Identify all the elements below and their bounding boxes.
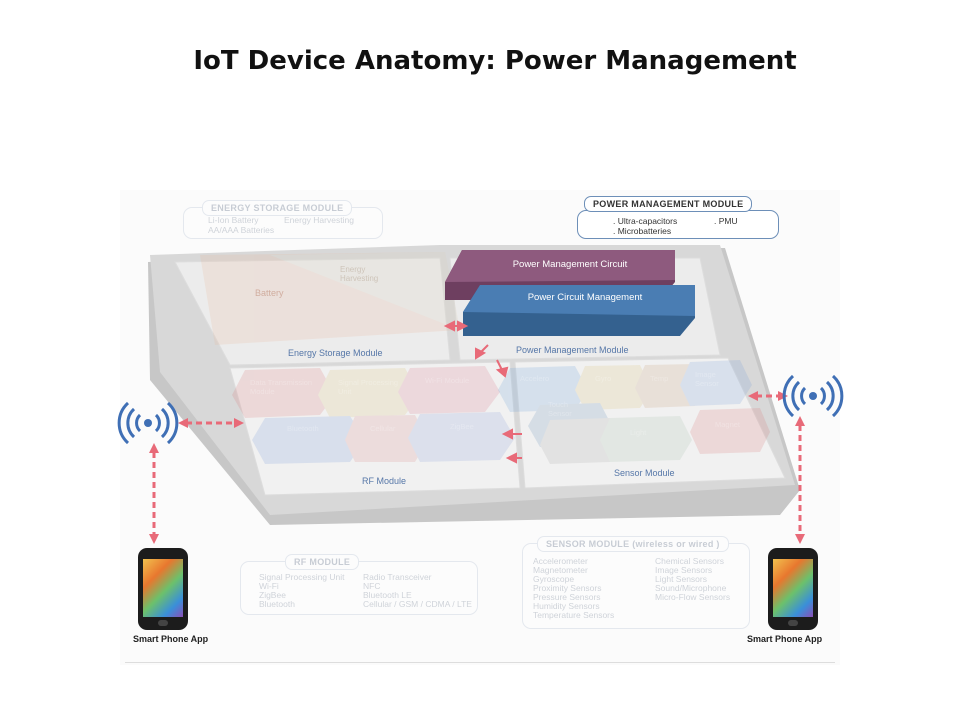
sensor-legend: SENSOR MODULE (wireless or wired ) Accel… (522, 536, 750, 629)
wireless-left-icon (117, 401, 179, 445)
legend-item: Humidity Sensors (533, 601, 600, 611)
legend-item: AA/AAA Batteries (208, 225, 275, 235)
legend-item: Energy Harvesting (284, 215, 354, 225)
energy-storage-legend: ENERGY STORAGE MODULE Li-Ion Battery Ene… (183, 200, 383, 239)
sensor-legend-header: SENSOR MODULE (wireless or wired ) (537, 536, 729, 552)
sensor-module-label: Sensor Module (614, 468, 675, 478)
legend-item: NFC (363, 581, 381, 591)
energy-harvesting-label: Energy Harvesting (340, 265, 379, 283)
legend-item: Proximity Sensors (533, 583, 602, 593)
legend-item: Accelerometer (533, 556, 588, 566)
smartphone-left-icon (138, 548, 188, 630)
rf-legend: RF MODULE Signal Processing Unit Radio T… (240, 554, 478, 615)
sensor-block-image: Image Sensor (695, 370, 719, 388)
power-management-legend: POWER MANAGEMENT MODULE . Ultra-capacito… (577, 196, 779, 239)
energy-storage-legend-header: ENERGY STORAGE MODULE (202, 200, 353, 216)
sensor-block-light: Light (630, 428, 647, 437)
legend-item: Bluetooth LE (363, 590, 412, 600)
page-title: IoT Device Anatomy: Power Management (193, 46, 797, 76)
rf-block-wifi: Wi-Fi Module (425, 376, 470, 385)
legend-item: Chemical Sensors (655, 556, 724, 566)
legend-item: . Microbatteries (613, 226, 672, 236)
legend-item: Temperature Sensors (533, 610, 615, 620)
energy-storage-module-label: Energy Storage Module (288, 348, 383, 358)
sensor-block-gyro: Gyro (595, 374, 612, 383)
sensor-block-accelero: Accelero (520, 374, 550, 383)
sensor-block-touch: Touch Sensor (548, 400, 572, 418)
legend-item: Signal Processing Unit (259, 572, 345, 582)
baseline-divider (125, 662, 835, 663)
legend-item: Image Sensors (655, 565, 713, 575)
smartphone-right-icon (768, 548, 818, 630)
rf-block-bluetooth: Bluetooth (287, 424, 319, 433)
phone-right-label: Smart Phone App (747, 634, 823, 644)
power-management-module-label: Power Management Module (516, 345, 629, 355)
legend-item: Bluetooth (259, 599, 295, 609)
legend-item: ZigBee (259, 590, 286, 600)
legend-item: Light Sensors (655, 574, 707, 584)
rf-block-signal-processing: Signal Processing Unit (338, 378, 399, 396)
legend-item: Micro-Flow Sensors (655, 592, 731, 602)
wireless-right-icon (782, 374, 844, 418)
legend-item: Cellular / GSM / CDMA / LTE (363, 599, 472, 609)
rf-block-data-transmission: Data Transmission Module (250, 378, 313, 396)
power-circuit-management-label: Power Circuit Management (527, 292, 643, 303)
power-management-legend-header: POWER MANAGEMENT MODULE (584, 196, 753, 212)
legend-item: Pressure Sensors (533, 592, 601, 602)
legend-item: . PMU (714, 216, 738, 226)
rf-block-zigbee: ZigBee (450, 422, 474, 431)
legend-item: Sound/Microphone (655, 583, 727, 593)
legend-item: . Ultra-capacitors (613, 216, 678, 226)
sensor-block-temp: Temp (650, 374, 669, 383)
rf-legend-header: RF MODULE (285, 554, 360, 570)
sensor-block-magnet: Magnet (715, 420, 741, 429)
legend-item: Li-Ion Battery (208, 215, 259, 225)
phone-left-label: Smart Phone App (133, 634, 209, 644)
rf-block-cellular: Cellular (370, 424, 396, 433)
legend-item: Magnetometer (533, 565, 588, 575)
legend-item: Wi-Fi (259, 581, 279, 591)
legend-item: Radio Transceiver (363, 572, 432, 582)
power-management-circuit-label: Power Management Circuit (512, 259, 628, 270)
legend-item: Gyroscope (533, 574, 575, 584)
battery-label: Battery (255, 288, 284, 298)
rf-module-label: RF Module (362, 476, 407, 486)
